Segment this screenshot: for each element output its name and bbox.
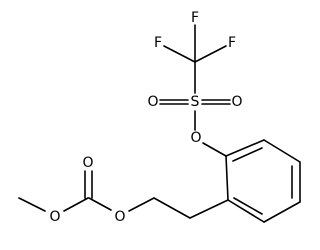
bond-ring-ch2 xyxy=(189,199,229,219)
atom-label: F xyxy=(154,35,162,51)
bond-c-f-left xyxy=(163,45,196,63)
atom-label: S xyxy=(191,94,200,110)
bond-o-aryl xyxy=(202,142,227,157)
bond-c-f-right xyxy=(194,45,227,63)
bond-ch2-ch2 xyxy=(153,197,191,219)
atom-label: O xyxy=(82,155,93,171)
bond-ch2-o xyxy=(128,197,155,212)
ring-bond-6 xyxy=(225,155,229,201)
bond-o-methyl xyxy=(18,197,46,212)
bond-o-carbonate-c xyxy=(88,197,112,211)
ring-bond-2 xyxy=(263,139,301,163)
ring-bond-1 xyxy=(225,139,265,157)
atom-label: O xyxy=(231,94,242,110)
bond-c-o-methoxy xyxy=(63,197,89,212)
atom-label: F xyxy=(228,35,236,51)
ring-bond-4 xyxy=(263,201,301,223)
atom-label: O xyxy=(147,94,158,110)
atom-label: O xyxy=(190,130,201,146)
ring-double-1 xyxy=(232,147,263,162)
ring-bond-5 xyxy=(227,199,265,223)
atom-label: O xyxy=(114,209,125,225)
ring-double-3 xyxy=(233,197,263,215)
atom-label: O xyxy=(49,209,60,225)
atom-label: F xyxy=(191,10,199,26)
